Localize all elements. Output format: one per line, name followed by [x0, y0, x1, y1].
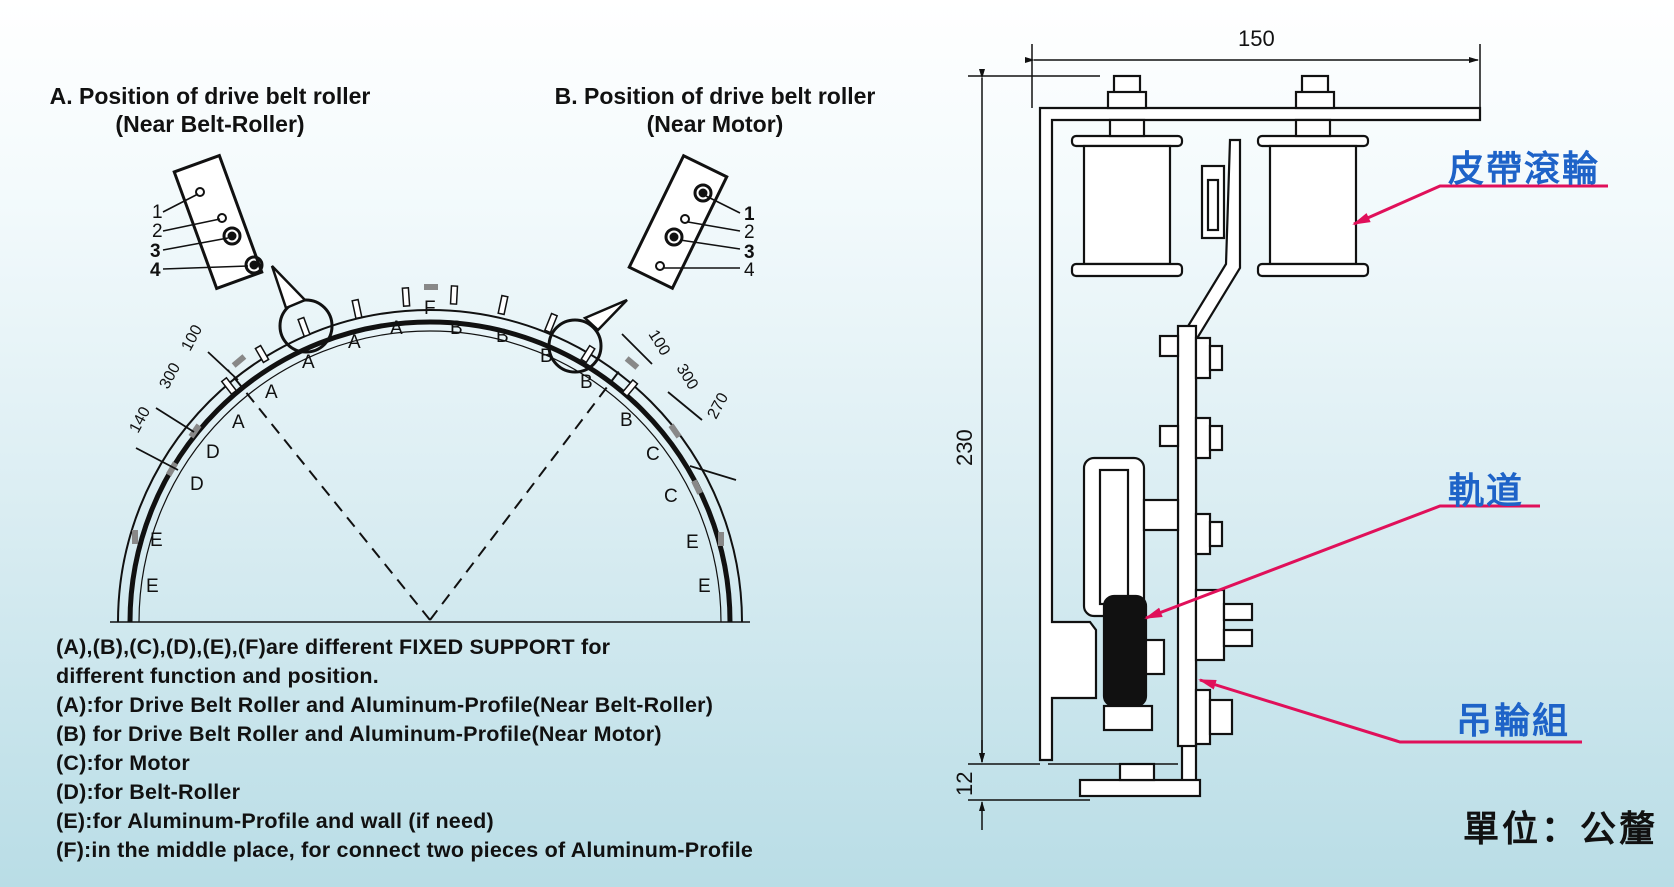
top-plate	[1038, 106, 1482, 762]
belt-roller-left	[1070, 118, 1184, 278]
hole-num-2-a: 2	[152, 221, 163, 242]
legend-line: different function and position.	[56, 664, 379, 688]
hole-num-2-b: 2	[744, 222, 755, 243]
pointer-b	[582, 298, 628, 332]
title-b: B. Position of drive belt roller (Near M…	[515, 82, 915, 138]
title-a-line1: A. Position of drive belt roller	[49, 83, 371, 109]
arc-labels: 1 2 3 4 1 2 3 4 A A A F B B B B B A A D …	[146, 202, 755, 597]
arc-letter-d-1: D	[206, 442, 220, 463]
legend-line: (A),(B),(C),(D),(E),(F)are different FIX…	[56, 635, 611, 659]
title-b-line2: (Near Motor)	[646, 111, 784, 137]
title-a-line2: (Near Belt-Roller)	[115, 111, 305, 137]
arc-letter-b-3: B	[540, 346, 553, 367]
arc-marks	[132, 284, 724, 546]
arc-dimension-labels: 100 300 140 100 300 270	[127, 322, 733, 436]
highlight-circle-b	[547, 318, 603, 374]
plate-a	[172, 153, 264, 291]
vertical-plate	[1176, 324, 1198, 748]
arc-letter-a-4: A	[265, 382, 278, 403]
dim-230-label: 230	[952, 429, 977, 466]
top-bolts	[1106, 74, 1336, 110]
arc-letter-a-1: A	[302, 352, 315, 373]
dim-12-label: 12	[952, 772, 977, 796]
arc-letter-b-4: B	[580, 372, 593, 393]
dashed-line-left	[227, 369, 431, 621]
dim-right-300: 300	[673, 361, 702, 393]
legend-line: (D):for Belt-Roller	[56, 780, 241, 804]
arc-letter-b-1: B	[450, 318, 463, 339]
legend-line: (E):for Aluminum-Profile and wall (if ne…	[56, 809, 494, 833]
callout-line-hanger	[1198, 678, 1582, 744]
arc-letter-b-5: B	[620, 410, 633, 431]
belt-roller-right	[1256, 118, 1370, 278]
dim-left-300: 300	[157, 360, 185, 392]
hole-num-1-b: 1	[744, 204, 755, 225]
hole-num-1-a: 1	[152, 202, 163, 223]
hole-num-3-a: 3	[150, 241, 161, 262]
mech-dimension-labels: 150 230 12	[952, 26, 1275, 796]
hole-leaders	[162, 193, 741, 270]
arc-letter-a-5: A	[232, 412, 245, 433]
callout-hanger-wheel: 吊輪組	[1456, 701, 1571, 742]
arc-diagram	[110, 153, 750, 623]
hole-num-4-a: 4	[150, 260, 161, 281]
callout-belt-roller: 皮帶滾輪	[1448, 149, 1601, 190]
arc-letter-c-2: C	[664, 486, 678, 507]
arc-letter-b-2: B	[496, 326, 509, 347]
arc-letter-f: F	[424, 298, 436, 319]
arc-letter-a-3: A	[390, 318, 403, 339]
dim-right-270: 270	[705, 390, 733, 422]
dim-left-140: 140	[127, 404, 155, 436]
arc-letter-e-2: E	[146, 576, 159, 597]
title-b-line1: B. Position of drive belt roller	[554, 83, 876, 109]
hole-num-3-b: 3	[744, 242, 755, 263]
legend-line: (F):in the middle place, for connect two…	[56, 838, 754, 862]
callout-line-belt-roller	[1352, 184, 1608, 226]
units-label: 單位：公釐	[1462, 809, 1658, 850]
callout-lines	[1144, 184, 1608, 744]
mechanical-drawing	[968, 44, 1482, 830]
pointer-a	[270, 265, 308, 310]
plate-b	[627, 153, 729, 291]
track-inner-line	[138, 330, 722, 623]
arc-letter-c-1: C	[646, 444, 660, 465]
arc-dimension-ticks	[135, 333, 737, 481]
dim-150-label: 150	[1238, 26, 1275, 51]
arc-letter-d-2: D	[190, 474, 204, 495]
legend-line: (A):for Drive Belt Roller and Aluminum-P…	[56, 693, 714, 717]
legend: (A),(B),(C),(D),(E),(F)are different FIX…	[56, 633, 753, 865]
bottom-plate	[1078, 778, 1202, 798]
track-outer-arc	[117, 309, 743, 623]
support-ticks	[220, 285, 639, 398]
hanger-wheel	[1082, 456, 1180, 618]
track-inner-arc	[127, 319, 733, 623]
side-bolts	[1158, 334, 1254, 746]
callout-line-track	[1144, 504, 1540, 620]
dim-right-100: 100	[645, 327, 674, 359]
title-a: A. Position of drive belt roller (Near B…	[10, 82, 410, 138]
arc-letter-e-3: E	[686, 532, 699, 553]
arc-letter-e-1: E	[150, 530, 163, 551]
track-black	[1102, 594, 1148, 708]
arc-letter-a-2: A	[348, 332, 361, 353]
dim-left-100: 100	[179, 322, 207, 354]
arc-letter-e-4: E	[698, 576, 711, 597]
legend-line: (B) for Drive Belt Roller and Aluminum-P…	[56, 722, 662, 746]
dashed-line-right	[429, 369, 621, 621]
callout-track: 軌道	[1448, 471, 1525, 512]
legend-line: (C):for Motor	[56, 751, 190, 775]
hole-num-4-b: 4	[744, 260, 755, 281]
